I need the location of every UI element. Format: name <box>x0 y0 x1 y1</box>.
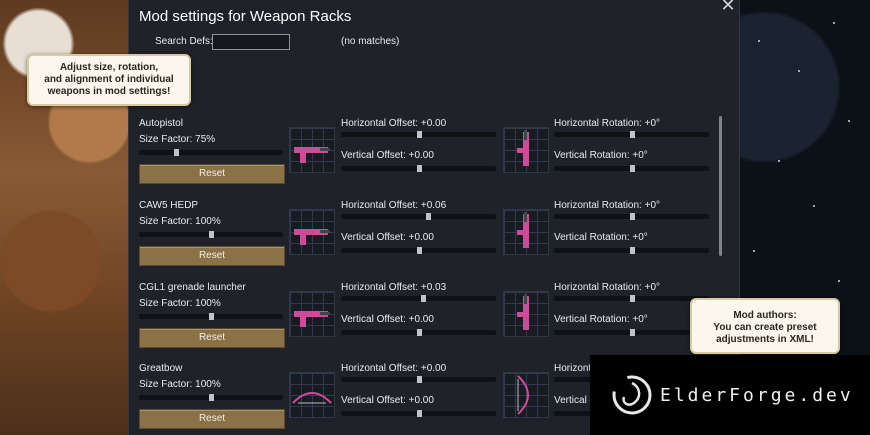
horizontal-offset-slider[interactable] <box>341 213 496 220</box>
search-status: (no matches) <box>341 36 400 47</box>
size-factor-label: Size Factor: 100% <box>139 298 221 309</box>
slider-thumb[interactable] <box>629 213 635 220</box>
vertical-preview <box>503 372 549 418</box>
left-callout: Adjust size, rotation, and alignment of … <box>27 54 191 106</box>
size-factor-slider[interactable] <box>139 231 283 238</box>
weapon-sprite <box>294 311 330 327</box>
slider-thumb[interactable] <box>425 213 431 220</box>
vertical-preview <box>503 127 549 173</box>
horizontal-offset-label: Horizontal Offset: +0.00 <box>341 363 447 374</box>
slider-thumb[interactable] <box>416 329 422 336</box>
horizontal-offset-slider[interactable] <box>341 295 496 302</box>
horizontal-rotation-slider[interactable] <box>554 295 709 302</box>
right-callout: Mod authors: You can create preset adjus… <box>690 298 840 354</box>
weapon-name: Greatbow <box>139 363 183 374</box>
slider-thumb[interactable] <box>209 231 214 238</box>
horizontal-rotation-slider[interactable] <box>554 213 709 220</box>
slider-thumb[interactable] <box>629 165 635 172</box>
callout-line: and alignment of individual <box>44 74 174 85</box>
slider-thumb[interactable] <box>174 149 180 156</box>
vertical-offset-label: Vertical Offset: +0.00 <box>341 150 434 161</box>
vertical-offset-slider[interactable] <box>341 329 496 336</box>
vertical-offset-slider[interactable] <box>341 247 496 254</box>
vertical-preview <box>503 209 549 255</box>
callout-line: Mod authors: <box>733 310 797 321</box>
horizontal-offset-label: Horizontal Offset: +0.03 <box>341 282 447 293</box>
slider-thumb[interactable] <box>416 410 422 417</box>
vertical-rotation-label: Vertical Rotation: +0° <box>554 232 648 243</box>
vertical-rotation-slider[interactable] <box>554 165 709 172</box>
slider-thumb[interactable] <box>209 313 214 320</box>
close-icon[interactable]: ✕ <box>720 0 736 15</box>
horizontal-offset-slider[interactable] <box>341 376 496 383</box>
horizontal-offset-label: Horizontal Offset: +0.00 <box>341 118 447 129</box>
callout-line: weapons in mod settings! <box>47 86 171 97</box>
horizontal-rotation-slider[interactable] <box>554 131 709 138</box>
vertical-offset-slider[interactable] <box>341 165 496 172</box>
slider-thumb[interactable] <box>416 131 422 138</box>
callout-line: adjustments in XML! <box>716 334 814 345</box>
slider-thumb[interactable] <box>421 295 427 302</box>
weapon-sprite <box>294 229 330 245</box>
slider-thumb[interactable] <box>416 165 422 172</box>
size-factor-slider[interactable] <box>139 394 283 401</box>
scrollbar[interactable] <box>719 116 722 256</box>
horizontal-preview <box>289 127 335 173</box>
slider-thumb[interactable] <box>629 247 635 254</box>
horizontal-offset-label: Horizontal Offset: +0.06 <box>341 200 447 211</box>
weapon-name: Autopistol <box>139 118 183 129</box>
vertical-offset-label: Vertical Offset: +0.00 <box>341 232 434 243</box>
vertical-offset-slider[interactable] <box>341 410 496 417</box>
reset-button[interactable]: Reset <box>139 164 285 184</box>
vertical-rotation-slider[interactable] <box>554 247 709 254</box>
horizontal-rotation-label: Horizontal Rotation: +0° <box>554 200 661 211</box>
horizontal-offset-slider[interactable] <box>341 131 496 138</box>
callout-line: You can create preset <box>713 322 817 333</box>
size-factor-label: Size Factor: 75% <box>139 134 216 145</box>
horizontal-rotation-label: Horizontal <box>554 363 600 374</box>
vertical-rotation-slider[interactable] <box>554 329 709 336</box>
mod-settings-window: Mod settings for Weapon Racks ✕ Search D… <box>128 0 740 435</box>
callout-line: Adjust size, rotation, <box>59 62 159 73</box>
weapon-sprite <box>517 294 529 330</box>
slider-thumb[interactable] <box>629 295 635 302</box>
dragon-logo-icon <box>612 375 652 415</box>
size-factor-label: Size Factor: 100% <box>139 216 221 227</box>
search-input[interactable] <box>212 34 290 50</box>
vertical-preview <box>503 291 549 337</box>
vertical-rotation-label: Vertical Rotation: +0° <box>554 150 648 161</box>
slider-thumb[interactable] <box>629 131 635 138</box>
size-factor-slider[interactable] <box>139 313 283 320</box>
window-title: Mod settings for Weapon Racks <box>139 8 352 25</box>
horizontal-preview <box>289 209 335 255</box>
weapon-sprite <box>517 212 529 248</box>
reset-button[interactable]: Reset <box>139 246 285 266</box>
weapon-sprite <box>517 375 529 415</box>
horizontal-preview <box>289 291 335 337</box>
weapon-name: CGL1 grenade launcher <box>139 282 246 293</box>
weapon-sprite <box>292 392 332 404</box>
horizontal-preview <box>289 372 335 418</box>
slider-thumb[interactable] <box>629 329 635 336</box>
vertical-offset-label: Vertical Offset: +0.00 <box>341 395 434 406</box>
search-label: Search Defs: <box>155 36 213 47</box>
weapon-name: CAW5 HEDP <box>139 200 199 211</box>
slider-thumb[interactable] <box>209 394 214 401</box>
weapon-sprite <box>294 147 330 163</box>
size-factor-label: Size Factor: 100% <box>139 379 221 390</box>
brand-text: ElderForge.dev <box>660 385 854 406</box>
vertical-rotation-label: Vertical Rotation: +0° <box>554 314 648 325</box>
weapon-sprite <box>517 130 529 166</box>
size-factor-slider[interactable] <box>139 149 283 156</box>
vertical-offset-label: Vertical Offset: +0.00 <box>341 314 434 325</box>
reset-button[interactable]: Reset <box>139 328 285 348</box>
vertical-rotation-label: Vertical R <box>554 395 597 406</box>
horizontal-rotation-label: Horizontal Rotation: +0° <box>554 282 661 293</box>
horizontal-rotation-label: Horizontal Rotation: +0° <box>554 118 661 129</box>
reset-button[interactable]: Reset <box>139 409 285 429</box>
slider-thumb[interactable] <box>416 376 422 383</box>
slider-thumb[interactable] <box>416 247 422 254</box>
brand-banner: ElderForge.dev <box>590 355 870 435</box>
